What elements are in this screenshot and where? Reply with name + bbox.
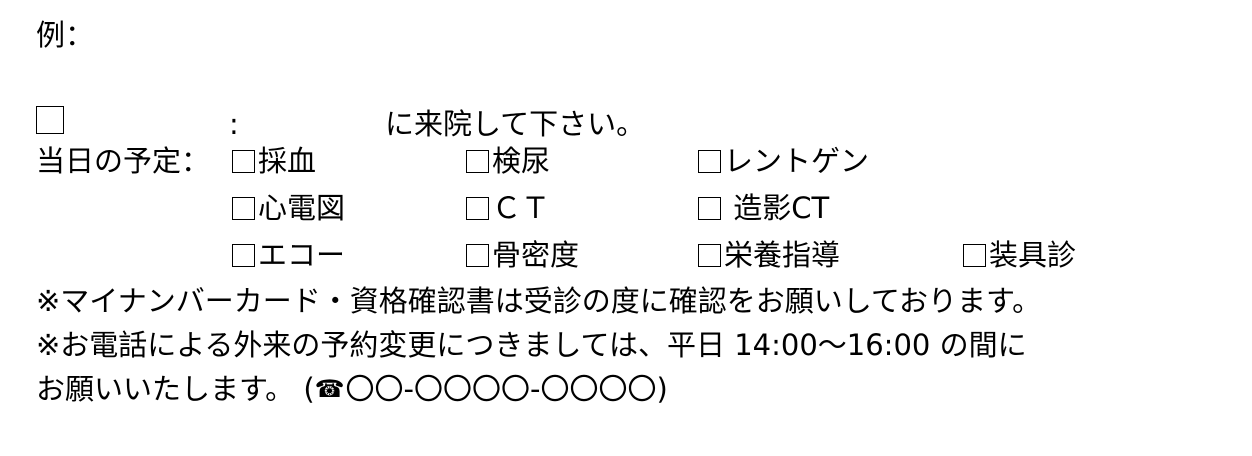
- checkbox[interactable]: [698, 149, 721, 173]
- phone-number: 〇〇-〇〇〇〇-〇〇〇〇): [345, 372, 668, 406]
- time-colon: :: [229, 107, 239, 141]
- checkbox[interactable]: [232, 149, 255, 173]
- telephone-icon: ☎: [314, 375, 345, 403]
- schedule-item-blood-test[interactable]: 採血: [232, 143, 316, 179]
- schedule-item-ct[interactable]: ＣＴ: [466, 190, 550, 226]
- checkbox[interactable]: [466, 196, 489, 220]
- checkbox[interactable]: [232, 243, 255, 267]
- note-request: お願いいたします。 ( ☎ 〇〇-〇〇〇〇-〇〇〇〇): [36, 372, 668, 406]
- note-id-card: ※マイナンバーカード・資格確認書は受診の度に確認をお願いしております。: [36, 284, 1042, 318]
- visit-checkbox[interactable]: [36, 106, 64, 134]
- checkbox[interactable]: [466, 149, 489, 173]
- checkbox[interactable]: [466, 243, 489, 267]
- schedule-item-xray[interactable]: レントゲン: [698, 143, 869, 179]
- schedule-item-urine-test[interactable]: 検尿: [466, 143, 550, 179]
- schedule-item-nutrition-guidance[interactable]: 栄養指導: [698, 237, 840, 273]
- schedule-label-line: 当日の予定：: [36, 143, 210, 179]
- note-phone-change: ※お電話による外来の予約変更につきましては、平日 14:00〜16:00 の間に: [36, 328, 1027, 362]
- checkbox[interactable]: [698, 196, 721, 220]
- visit-instruction: に来院して下さい。: [385, 107, 646, 141]
- example-label-line: 例：: [36, 17, 94, 53]
- example-label: 例：: [36, 18, 95, 52]
- checkbox[interactable]: [698, 243, 721, 267]
- schedule-item-orthotic-exam[interactable]: 装具診: [963, 237, 1076, 273]
- checkbox[interactable]: [963, 243, 986, 267]
- checkbox[interactable]: [232, 196, 255, 220]
- visit-line: [36, 106, 67, 134]
- schedule-item-contrast-ct[interactable]: 造影CT: [698, 190, 829, 226]
- schedule-item-echo[interactable]: エコー: [232, 237, 345, 273]
- schedule-label: 当日の予定：: [36, 144, 211, 178]
- schedule-item-ecg[interactable]: 心電図: [232, 190, 345, 226]
- schedule-item-bone-density[interactable]: 骨密度: [466, 237, 579, 273]
